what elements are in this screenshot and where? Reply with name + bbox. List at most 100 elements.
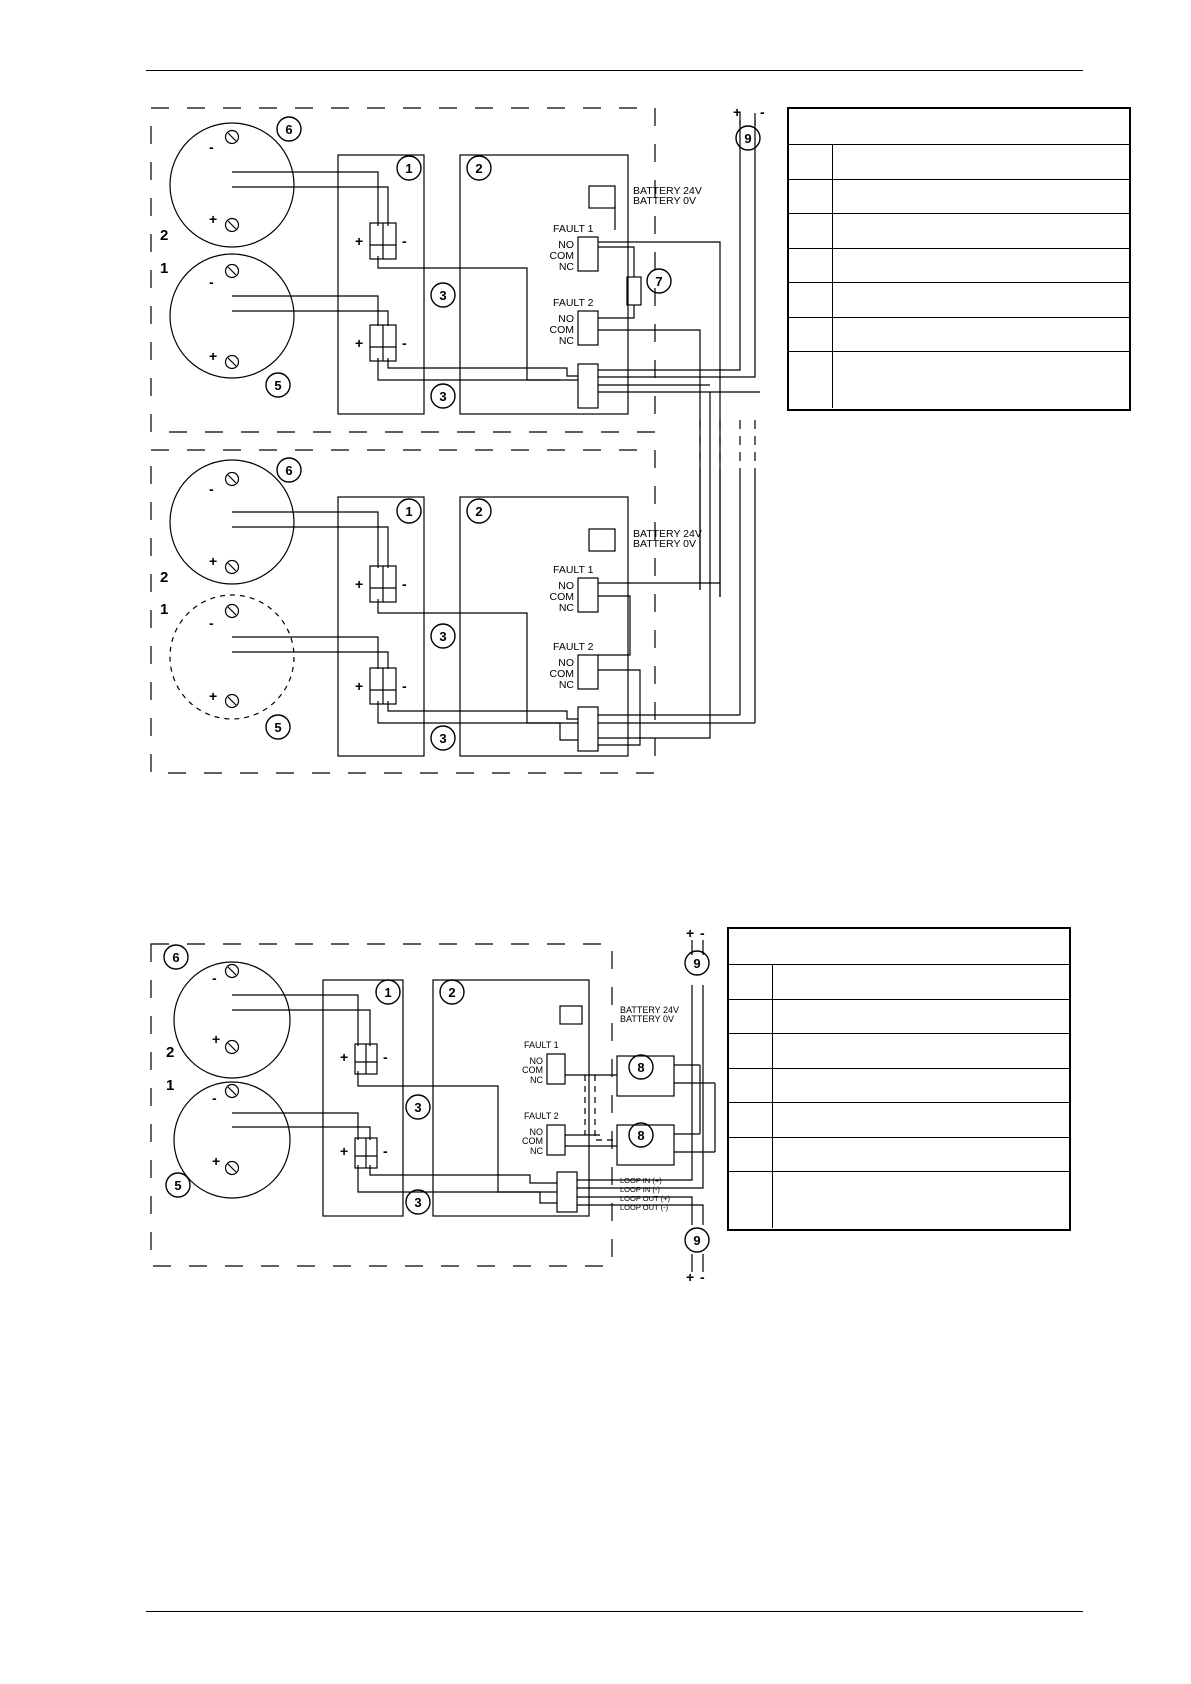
callout-5: 5 [274, 378, 281, 393]
callout-2: 2 [475, 161, 482, 176]
svg-text:-: - [760, 104, 765, 120]
polarity-labels: - + - + + - + - + - - + - + + - + - - + … [209, 104, 765, 1285]
legend-header [789, 109, 1129, 145]
callout-9: 9 [744, 131, 751, 146]
svg-text:+: + [355, 678, 363, 694]
header-rule [146, 70, 1083, 71]
zone-2-label: 2 [160, 569, 168, 586]
svg-text:+: + [212, 1153, 220, 1169]
fault-module [616, 1124, 675, 1166]
loop-in-plus-label: LOOP IN (+) [620, 1176, 662, 1185]
svg-text:BATTERY 0V: BATTERY 0V [620, 1014, 674, 1024]
legend-table-bottom [727, 927, 1071, 1231]
svg-text:+: + [355, 335, 363, 351]
svg-text:-: - [700, 925, 705, 941]
screw-icon [224, 471, 240, 709]
loop-in-minus-label: LOOP IN (-) [620, 1185, 660, 1194]
svg-text:NC: NC [559, 335, 575, 347]
svg-text:+: + [212, 1031, 220, 1047]
svg-text:+: + [209, 688, 217, 704]
legend-row [789, 180, 1129, 214]
svg-text:+: + [686, 925, 694, 941]
callout-8: 8 [637, 1060, 644, 1075]
callout-5: 5 [274, 720, 281, 735]
svg-text:-: - [383, 1049, 388, 1065]
fault-1-label: FAULT 1 [553, 223, 594, 235]
terminal-labels: BATTERY 24V BATTERY 0V FAULT 1 NO COM NC… [550, 185, 702, 691]
legend-row [729, 1000, 1069, 1034]
fault-2-label: FAULT 2 [553, 297, 594, 309]
svg-text:-: - [209, 615, 214, 631]
callout-labels: 6 1 2 3 3 5 7 9 6 1 2 3 3 5 6 1 2 3 3 5 … [172, 122, 751, 1248]
legend-row [789, 145, 1129, 180]
bottom-terminal-labels: BATTERY 24V BATTERY 0V FAULT 1 NO COM NC… [522, 1005, 679, 1212]
battery-0v-label: BATTERY 0V [633, 195, 696, 207]
callout-3: 3 [439, 629, 446, 644]
loop-out-plus-label: LOOP OUT (+) [620, 1194, 670, 1203]
callout-6: 6 [172, 950, 179, 965]
svg-text:COM: COM [550, 324, 575, 336]
svg-text:+: + [733, 104, 741, 120]
svg-text:-: - [402, 678, 407, 694]
svg-text:-: - [383, 1143, 388, 1159]
svg-text:-: - [212, 970, 217, 986]
legend-row [789, 318, 1129, 352]
svg-text:COM: COM [550, 250, 575, 262]
legend-table-top [787, 107, 1131, 411]
svg-text:-: - [209, 274, 214, 290]
svg-text:NO: NO [558, 580, 574, 592]
svg-text:COM: COM [522, 1065, 543, 1075]
svg-text:+: + [209, 348, 217, 364]
svg-text:-: - [209, 139, 214, 155]
bottom-assembly [150, 940, 716, 1272]
detector-head-2 [169, 459, 295, 585]
zone-2-label: 2 [166, 1044, 174, 1061]
callout-2: 2 [475, 504, 482, 519]
legend-header [729, 929, 1069, 965]
callout-3: 3 [439, 288, 446, 303]
callout-3: 3 [414, 1100, 421, 1115]
callout-3: 3 [439, 389, 446, 404]
svg-text:FAULT 2: FAULT 2 [524, 1111, 559, 1121]
svg-text:FAULT 1: FAULT 1 [524, 1040, 559, 1050]
callout-6: 6 [285, 463, 292, 478]
legend-row [789, 283, 1129, 318]
callout-7: 7 [655, 274, 662, 289]
svg-text:-: - [402, 576, 407, 592]
svg-text:+: + [355, 576, 363, 592]
svg-text:FAULT 2: FAULT 2 [553, 641, 594, 653]
svg-text:NC: NC [530, 1146, 543, 1156]
legend-row [729, 965, 1069, 1000]
svg-text:NC: NC [530, 1075, 543, 1085]
svg-text:+: + [340, 1143, 348, 1159]
legend-row [729, 1103, 1069, 1138]
svg-text:COM: COM [522, 1136, 543, 1146]
legend-row [729, 1172, 1069, 1228]
svg-text:BATTERY 24V: BATTERY 24V [633, 528, 702, 540]
callout-6: 6 [285, 122, 292, 137]
callout-9: 9 [693, 956, 700, 971]
svg-text:FAULT 1: FAULT 1 [553, 564, 594, 576]
detector-head-2 [173, 961, 291, 1079]
zone-labels: 2 1 2 1 2 1 [160, 227, 174, 1094]
interface-board [459, 154, 629, 415]
top-assembly-1 [150, 107, 760, 597]
resistor [626, 276, 642, 306]
svg-text:NO: NO [558, 239, 574, 251]
screw-icon [224, 129, 240, 370]
legend-row [789, 214, 1129, 249]
legend-row [729, 1069, 1069, 1103]
fault-module [616, 1055, 675, 1097]
svg-text:-: - [402, 335, 407, 351]
zone-1-label: 1 [160, 260, 168, 277]
svg-text:NC: NC [559, 679, 575, 691]
callout-8: 8 [637, 1128, 644, 1143]
footer-rule [146, 1611, 1083, 1612]
svg-text:+: + [686, 1269, 694, 1285]
detector-head-1-optional [169, 594, 295, 720]
svg-text:NO: NO [530, 1127, 544, 1137]
zone-1-label: 1 [166, 1077, 174, 1094]
legend-row [729, 1138, 1069, 1172]
legend-row [729, 1034, 1069, 1069]
svg-text:-: - [209, 481, 214, 497]
